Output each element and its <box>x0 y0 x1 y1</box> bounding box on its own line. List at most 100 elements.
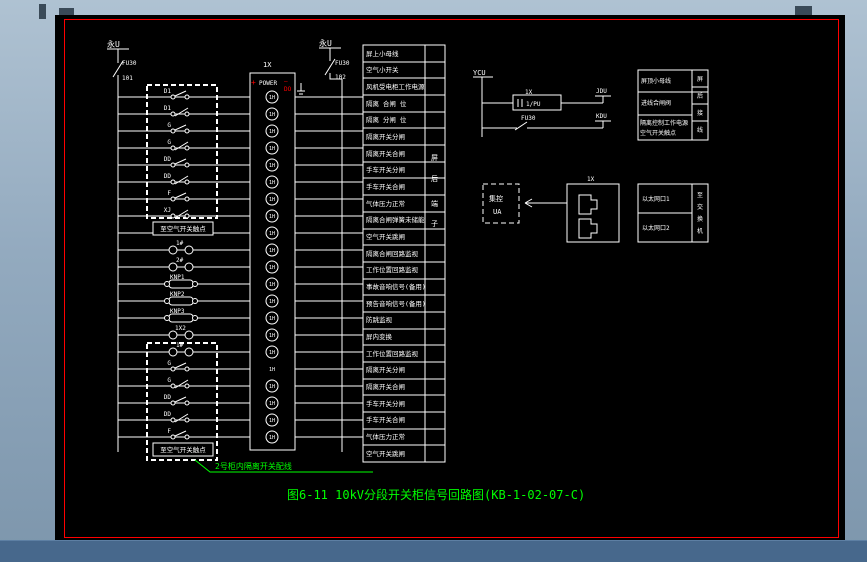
rungs-right <box>295 96 363 438</box>
lamp-label: 1H <box>269 350 275 356</box>
table-side-char: 线 <box>697 126 703 134</box>
lamp-label: 1H <box>269 197 275 203</box>
panel-label: 1X <box>263 61 272 69</box>
green-note-text: 2号柜内隔离开关配线 <box>215 461 292 471</box>
drawing-canvas[interactable]: 永U FU30 101 <box>55 15 845 540</box>
strip-side-char: 端 <box>431 199 438 208</box>
coil-label: KNP1 <box>170 274 185 281</box>
middle-feed: 永U FU30 102 <box>297 38 350 452</box>
contact-label: DD <box>164 173 172 180</box>
lamp-label: 1H <box>269 418 275 424</box>
dashed-box-2: 1# G G DD DD F 至空气开关触点 <box>146 342 218 461</box>
caption-text: 至空气开关触点 <box>160 224 206 233</box>
eth-table: 以太网口1 以太网口2 至 交 换 机 <box>637 183 709 243</box>
table-cell: 屏顶小母线 <box>641 77 671 85</box>
rungs-left <box>118 96 250 438</box>
signal-row: 手车开关分闸 <box>366 165 405 174</box>
plug-label: 2# <box>176 257 184 264</box>
green-annotation: 2号柜内隔离开关配线 <box>194 459 373 473</box>
signal-row: 事故音响信号(备用) <box>366 282 426 291</box>
lamp-label: 1H <box>269 248 275 254</box>
signal-row: 屏内变换 <box>366 332 393 341</box>
wire-label: 102 <box>335 74 346 81</box>
ethernet-connector-icon <box>578 194 598 215</box>
lamp-panel: 1X + POWER — DO <box>249 61 296 451</box>
signal-row: 隔离合闸弹簧未储能 <box>366 215 425 224</box>
ethernet-connector-icon <box>578 218 598 239</box>
table-side-char: 交 <box>697 203 703 211</box>
signal-row: 隔离 合闸 位 <box>366 99 407 108</box>
lamp-label: 1H <box>269 95 275 101</box>
fuse-label: FU30 <box>335 60 350 67</box>
contact-label: DD <box>164 411 172 418</box>
indicator-lamps: 1H 1H 1H 1H 1H 1H 1H 1H 1H 1H 1H 1H 1H 1… <box>265 90 279 444</box>
kdu-label: KDU <box>596 113 607 120</box>
lamp-label: 1H <box>269 282 275 288</box>
signal-row: 手车开关合闸 <box>366 415 405 424</box>
lamp-label: 1H <box>269 265 275 271</box>
signal-row: 手车开关分闸 <box>366 399 405 408</box>
signal-row: 隔离开关合闸 <box>366 382 405 391</box>
contact-label: G <box>167 122 171 129</box>
contact-label: F <box>167 428 171 435</box>
table-cell: 以太网口2 <box>642 224 670 232</box>
contact-label: G <box>167 377 171 384</box>
right-top-table: 屏顶小母线 进线合闸阀 隔离控制工作电源 空气开关触点 屏 后 接 线 <box>637 69 709 141</box>
connector-box-label: 1X <box>587 176 595 183</box>
plug-row-2: 2# <box>168 257 194 272</box>
window-artifact-icon <box>795 6 812 15</box>
jdu-label: JDU <box>596 88 607 95</box>
bus-label: 永U <box>319 38 332 48</box>
ground-symbol <box>297 83 305 95</box>
table-side-char: 接 <box>697 109 703 117</box>
signal-row: 预告音响信号(备用) <box>366 299 426 308</box>
signal-row: 风机受电柜工作电源 <box>366 82 425 91</box>
signal-row: 隔离开关分闸 <box>366 365 405 374</box>
caption-text: 至空气开关触点 <box>160 445 206 454</box>
device-top-label: 1X <box>525 89 533 96</box>
lamp-label: 1H <box>269 129 275 135</box>
lamp-label: 1H <box>269 180 275 186</box>
contact-label: G <box>167 360 171 367</box>
signal-row: 隔离开关合闸 <box>366 149 405 158</box>
table-side-char: 至 <box>697 192 703 199</box>
remote-label: UA <box>493 208 502 216</box>
plus-sign: + <box>251 78 256 87</box>
minus-sign: — <box>284 78 288 85</box>
fuse-label: FU30 <box>122 60 137 67</box>
table-cell: 空气开关触点 <box>640 129 676 137</box>
relay-coils: KNP1 KNP2 KNP3 <box>164 274 198 323</box>
lamp-label: 1H <box>269 367 275 373</box>
bus-label: 永U <box>107 39 120 49</box>
signal-row: 手车开关合闸 <box>366 182 405 191</box>
signal-row: 隔离合闸回路监视 <box>366 249 419 258</box>
strip-side-char: 后 <box>431 174 438 183</box>
table-cell: 隔离控制工作电源 <box>640 119 688 127</box>
window-artifact-icon <box>59 8 74 15</box>
lamp-label: 1H <box>269 231 275 237</box>
signal-row: 屏上小母线 <box>366 49 399 58</box>
coil-label: KNP3 <box>170 308 185 315</box>
table-side-char: 后 <box>697 92 703 100</box>
power-label: POWER <box>259 80 277 87</box>
lamp-label: 1H <box>269 146 275 152</box>
signal-row: 隔离 分闸 位 <box>366 115 407 124</box>
ycu-circuit: YCU 1X 1/PU JDU FU30 KDU <box>473 69 611 137</box>
lamp-label: 1H <box>269 112 275 118</box>
contact-label: DD <box>164 156 172 163</box>
window-artifact-icon <box>39 4 46 19</box>
lamp-label: 1H <box>269 401 275 407</box>
signal-row: 防跳监视 <box>366 315 393 324</box>
caption-box-1: 至空气开关触点 <box>152 221 214 236</box>
contact-label: D1 <box>164 105 172 112</box>
signal-row: 工作位置回路监视 <box>366 265 419 274</box>
plug-label: 1# <box>176 342 184 349</box>
strip-side-char: 子 <box>431 220 438 228</box>
left-bus: 永U FU30 101 <box>107 39 137 452</box>
table-cell: 以太网口1 <box>642 195 670 203</box>
table-side-char: 机 <box>697 227 703 235</box>
signal-row: 空气开关跳闸 <box>366 449 405 458</box>
ycu-bus-label: YCU <box>473 69 486 77</box>
comm-block: 集控 UA 1X <box>482 176 620 243</box>
